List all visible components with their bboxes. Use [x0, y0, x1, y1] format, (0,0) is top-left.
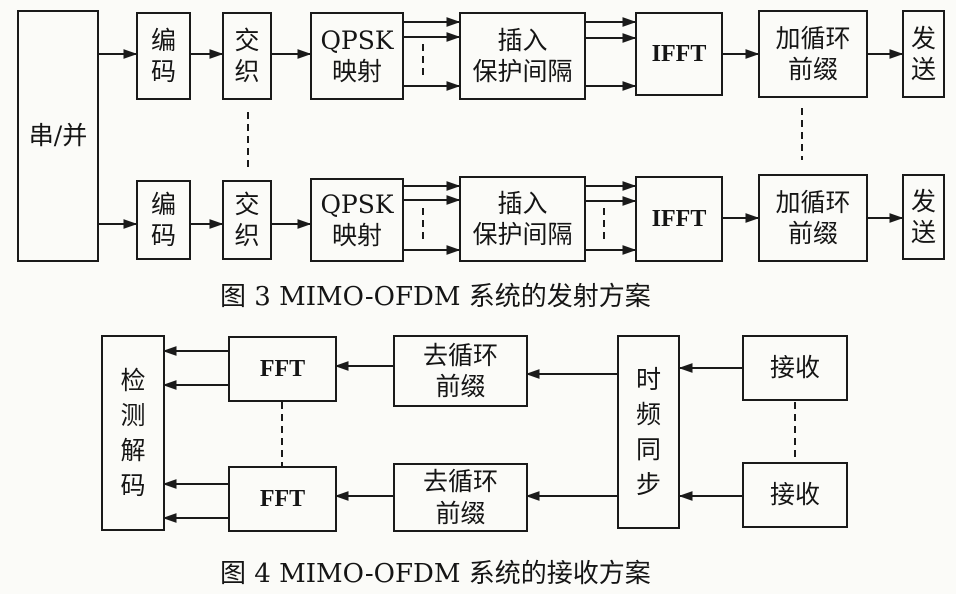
time-frequency-sync-box: 时 频 同 步	[617, 335, 680, 529]
receive-box-bottom: 接收	[742, 462, 848, 528]
encoder-box-top: 编 码	[136, 12, 191, 100]
ifft-box-bottom: IFFT	[635, 176, 723, 262]
ifft-box-top: IFFT	[635, 12, 723, 96]
encoder-box-bottom: 编 码	[136, 180, 191, 260]
serial-parallel-box: 串/并	[17, 10, 99, 262]
add-cyclic-prefix-box-bottom: 加循环 前缀	[758, 174, 868, 262]
transmit-box-top: 发 送	[902, 10, 945, 98]
qpsk-mapping-box-bottom: QPSK 映射	[310, 178, 404, 262]
fft-box-top: FFT	[228, 336, 337, 402]
guard-interval-box-top: 插入 保护间隔	[459, 12, 586, 100]
transmit-box-bottom: 发 送	[902, 174, 945, 260]
guard-interval-box-bottom: 插入 保护间隔	[459, 176, 586, 262]
interleaver-box-bottom: 交 织	[222, 180, 272, 260]
remove-cyclic-prefix-box-top: 去循环 前缀	[393, 335, 528, 407]
remove-cyclic-prefix-box-bottom: 去循环 前缀	[393, 463, 528, 532]
receive-box-top: 接收	[742, 335, 848, 401]
qpsk-mapping-box-top: QPSK 映射	[310, 12, 404, 100]
figure-4-caption: 图 4 MIMO-OFDM 系统的接收方案	[220, 559, 651, 589]
add-cyclic-prefix-box-top: 加循环 前缀	[758, 10, 868, 98]
detect-decode-box: 检 测 解 码	[101, 335, 165, 531]
fft-box-bottom: FFT	[228, 466, 337, 532]
figure-3-caption: 图 3 MIMO-OFDM 系统的发射方案	[220, 282, 651, 312]
interleaver-box-top: 交 织	[222, 12, 272, 100]
